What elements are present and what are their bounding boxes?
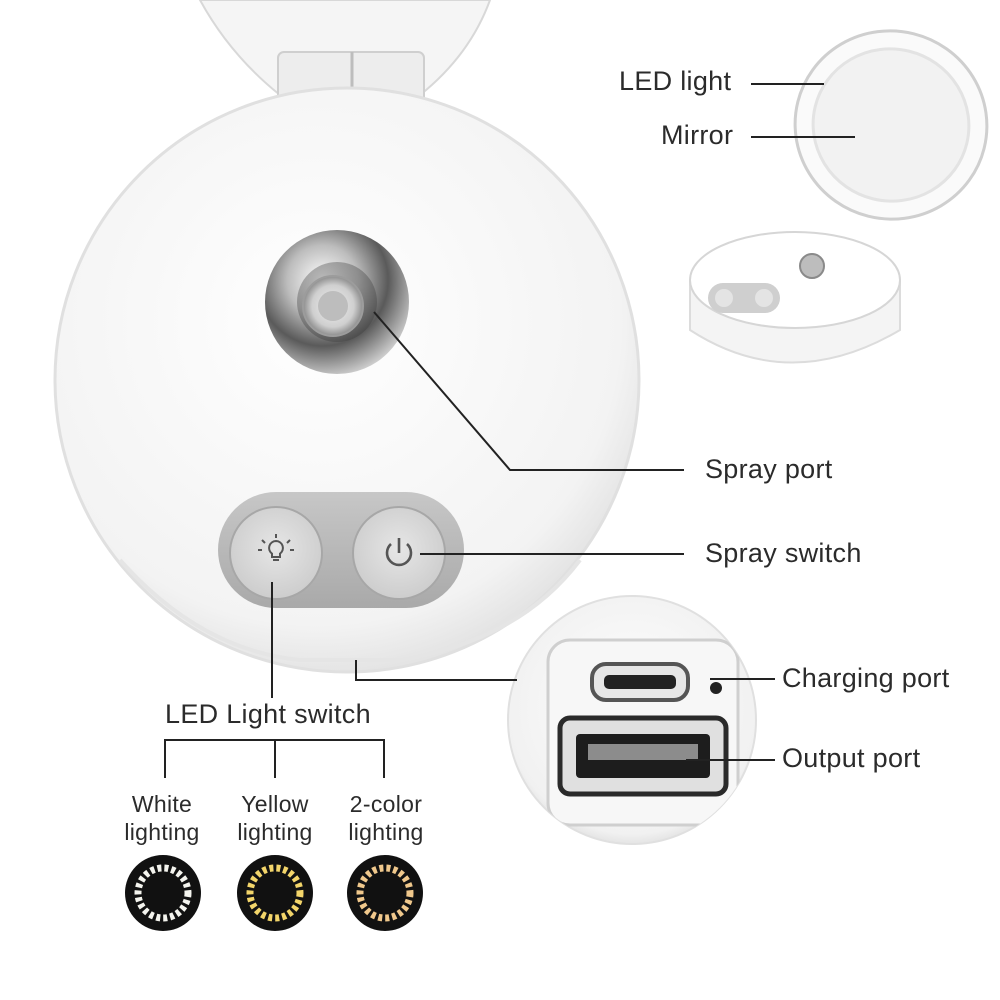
spray-nozzle	[265, 230, 409, 374]
led-light-label: LED light	[619, 66, 732, 96]
port-closeup	[507, 595, 757, 845]
spray-switch-label: Spray switch	[705, 538, 862, 568]
lighting-mode-line2: lighting	[237, 819, 313, 845]
output-port-label: Output port	[782, 743, 921, 773]
charging-port-label: Charging port	[782, 663, 950, 693]
lighting-mode-yellow: Yellow lighting	[225, 790, 325, 846]
lighting-mode-line1: Yellow	[241, 791, 309, 817]
power-icon[interactable]	[379, 533, 419, 573]
button-panel	[218, 492, 464, 608]
lighting-mode-line2: lighting	[124, 819, 200, 845]
lighting-mode-2color: 2-color lighting	[336, 790, 436, 846]
device-body	[53, 86, 641, 674]
spray-port-label: Spray port	[705, 454, 833, 484]
bulb-icon[interactable]	[256, 533, 296, 573]
lighting-mode-line1: White	[131, 791, 193, 817]
led-light-switch-label: LED Light switch	[165, 699, 371, 729]
lighting-mode-white: White lighting	[112, 790, 212, 846]
lighting-mode-line1: 2-color	[349, 791, 423, 817]
compact-device	[689, 29, 989, 364]
mirror-label: Mirror	[661, 120, 734, 150]
lighting-mode-line2: lighting	[348, 819, 424, 845]
